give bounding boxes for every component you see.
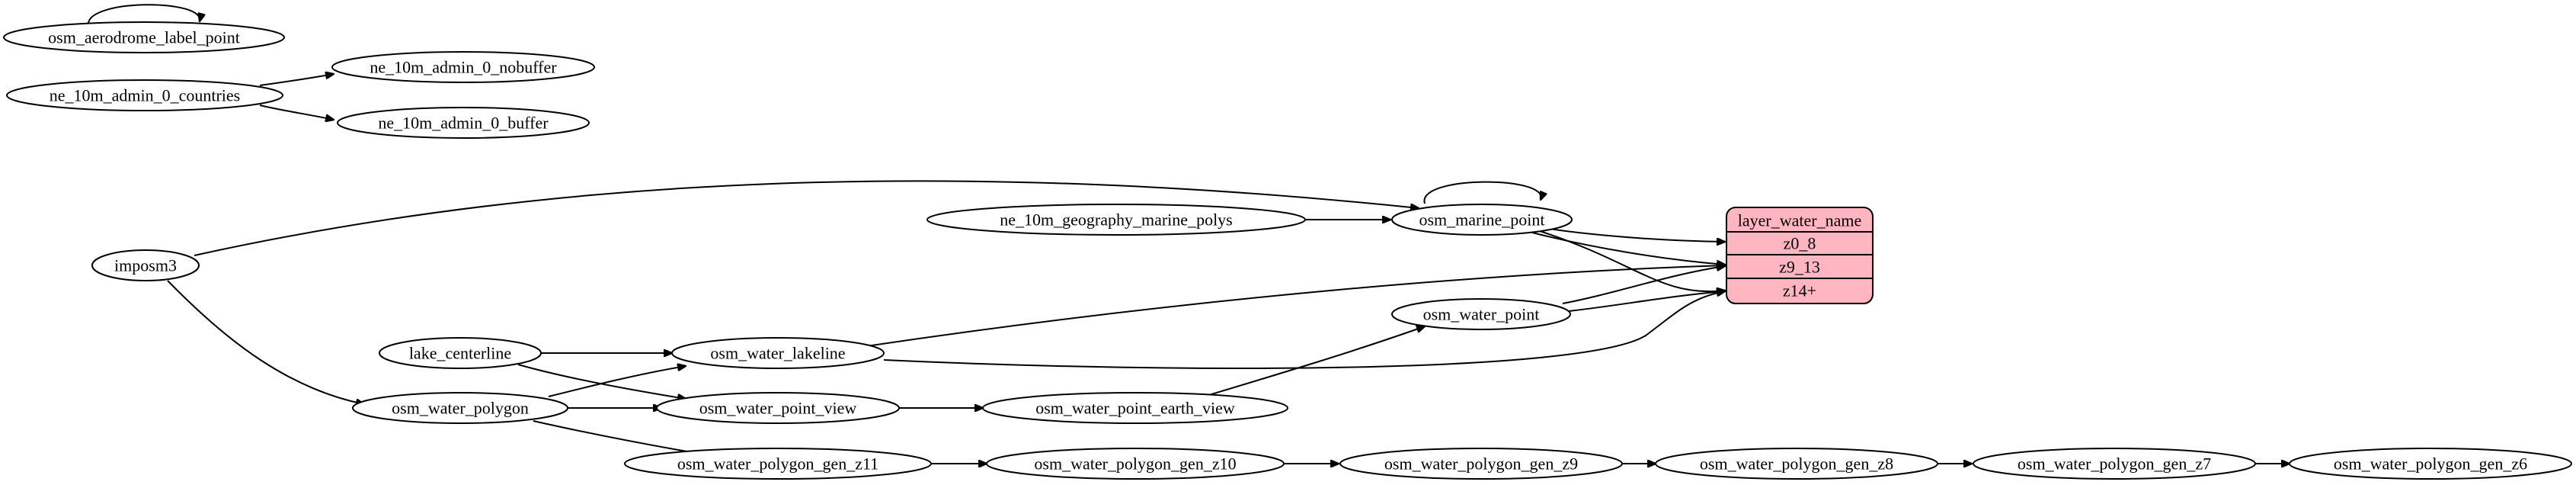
edge-osm-water-lakeline-to-z14plus bbox=[883, 291, 1725, 369]
node-osm-water-polygon-gen-z7[interactable]: osm_water_polygon_gen_z7 bbox=[1973, 448, 2256, 480]
node-osm-marine-point[interactable]: osm_marine_point bbox=[1391, 204, 1573, 236]
node-label: osm_water_lakeline bbox=[710, 344, 845, 363]
layer-title: layer_water_name bbox=[1738, 211, 1861, 230]
edge-osm-water-point-to-z14plus bbox=[1568, 291, 1725, 312]
edge-earth-view-to-osm-water-point bbox=[1203, 326, 1425, 397]
node-label: ne_10m_geography_marine_polys bbox=[1000, 210, 1233, 230]
node-label: osm_water_point_view bbox=[699, 399, 857, 418]
edge-osm-water-polygon-to-osm-water-lakeline bbox=[548, 366, 686, 397]
node-label: osm_marine_point bbox=[1419, 210, 1545, 230]
edge-countries-to-nobuffer bbox=[259, 74, 334, 86]
edge-countries-to-buffer bbox=[259, 104, 334, 120]
node-osm-water-polygon-gen-z11[interactable]: osm_water_polygon_gen_z11 bbox=[624, 448, 932, 480]
node-label: ne_10m_admin_0_nobuffer bbox=[370, 58, 557, 77]
node-osm-water-point[interactable]: osm_water_point bbox=[1391, 298, 1571, 330]
edge-imposm3-to-osm-marine-point bbox=[194, 180, 1419, 256]
node-osm-water-polygon-gen-z8[interactable]: osm_water_polygon_gen_z8 bbox=[1655, 448, 1938, 480]
node-ne-10m-admin-0-buffer[interactable]: ne_10m_admin_0_buffer bbox=[337, 107, 590, 139]
edge-lake-centerline-to-osm-water-point-view bbox=[517, 364, 686, 399]
node-label: osm_water_polygon_gen_z10 bbox=[1034, 454, 1236, 474]
node-osm-water-polygon[interactable]: osm_water_polygon bbox=[352, 392, 568, 424]
edge-osm-water-polygon-to-gen-z11 bbox=[533, 420, 709, 455]
node-label: osm_water_point bbox=[1423, 305, 1540, 324]
node-label: osm_water_polygon_gen_z7 bbox=[2018, 454, 2211, 474]
node-imposm3[interactable]: imposm3 bbox=[91, 249, 200, 281]
node-label: osm_water_polygon_gen_z9 bbox=[1384, 454, 1578, 474]
edge-osm-water-lakeline-to-z9-13 bbox=[860, 265, 1725, 348]
edge-osm-marine-point-self-loop bbox=[1423, 181, 1541, 204]
node-label: osm_water_polygon_gen_z11 bbox=[677, 454, 878, 474]
node-lake-centerline[interactable]: lake_centerline bbox=[379, 337, 542, 369]
node-label: osm_water_polygon_gen_z8 bbox=[1700, 454, 1893, 474]
node-osm-water-polygon-gen-z9[interactable]: osm_water_polygon_gen_z9 bbox=[1339, 448, 1623, 480]
edge-osm-marine-point-to-z0-8 bbox=[1539, 226, 1725, 242]
node-osm-aerodrome-label-point[interactable]: osm_aerodrome_label_point bbox=[3, 21, 285, 53]
node-label: lake_centerline bbox=[409, 344, 511, 363]
layer-field-z9-13: z9_13 bbox=[1779, 258, 1820, 277]
node-osm-water-polygon-gen-z10[interactable]: osm_water_polygon_gen_z10 bbox=[986, 448, 1285, 480]
edge-osm-marine-point-to-z9-13 bbox=[1531, 232, 1725, 265]
node-ne-10m-admin-0-nobuffer[interactable]: ne_10m_admin_0_nobuffer bbox=[331, 51, 595, 83]
node-label: ne_10m_admin_0_countries bbox=[50, 86, 241, 105]
node-layer-water-name[interactable]: layer_water_name z0_8 z9_13 z14+ bbox=[1726, 207, 1874, 304]
node-label: osm_water_point_earth_view bbox=[1035, 399, 1235, 418]
node-osm-water-polygon-gen-z6[interactable]: osm_water_polygon_gen_z6 bbox=[2289, 448, 2572, 480]
node-label: osm_water_polygon_gen_z6 bbox=[2334, 454, 2527, 474]
node-label: ne_10m_admin_0_buffer bbox=[378, 114, 549, 133]
layer-field-z14plus: z14+ bbox=[1783, 281, 1816, 300]
node-ne-10m-admin-0-countries[interactable]: ne_10m_admin_0_countries bbox=[6, 79, 283, 111]
edge-osm-marine-point-to-z14plus bbox=[1539, 230, 1725, 291]
node-osm-water-point-view[interactable]: osm_water_point_view bbox=[656, 392, 900, 424]
nodes: osm_aerodrome_label_point ne_10m_admin_0… bbox=[3, 21, 2572, 480]
node-label: osm_water_polygon bbox=[392, 399, 529, 418]
edge-imposm3-to-osm-water-polygon bbox=[167, 280, 364, 404]
node-label: osm_aerodrome_label_point bbox=[48, 28, 240, 47]
edge-osm-aerodrome-label-point-self-loop bbox=[87, 4, 200, 27]
node-ne-10m-geography-marine-polys[interactable]: ne_10m_geography_marine_polys bbox=[926, 204, 1306, 236]
layer-field-z0-8: z0_8 bbox=[1784, 234, 1816, 253]
edge-osm-water-point-to-z9-13 bbox=[1562, 266, 1725, 304]
node-label: imposm3 bbox=[114, 256, 177, 275]
node-osm-water-lakeline[interactable]: osm_water_lakeline bbox=[671, 337, 885, 369]
edges bbox=[87, 4, 2290, 464]
node-osm-water-point-earth-view[interactable]: osm_water_point_earth_view bbox=[982, 392, 1288, 424]
